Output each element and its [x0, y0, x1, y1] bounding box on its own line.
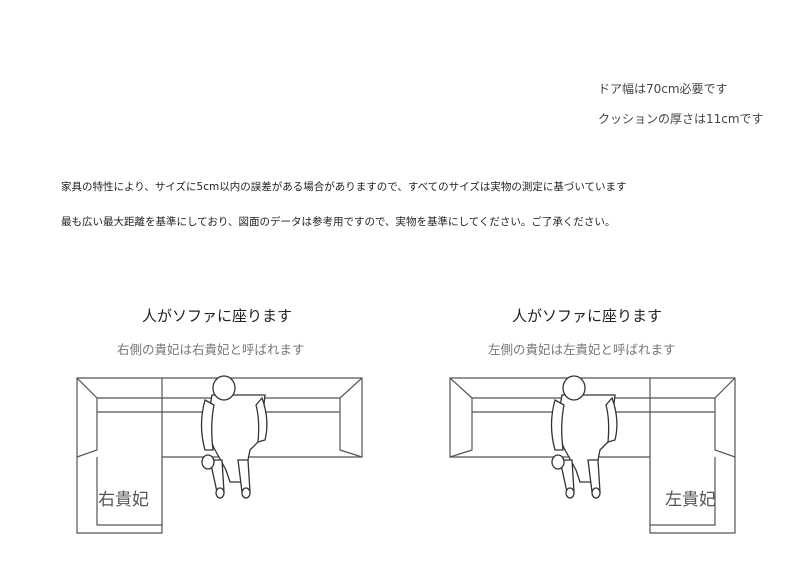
chaise-label-right: 右貴妃 [98, 490, 149, 510]
diagram-heading-right: 人がソファに座ります [142, 307, 293, 325]
diagram-caption-right: 右側の貴妃は右貴妃と呼ばれます [117, 342, 305, 357]
disclaimer-line-2: 最も広い最大距離を基準にしており、図面のデータは参考用ですので、実物を基準にして… [61, 216, 616, 228]
seated-person-illustration [200, 375, 268, 499]
diagram-caption-left: 左側の貴妃は左貴妃と呼ばれます [488, 342, 676, 357]
door-width-note: ドア幅は70cm必要です [598, 82, 728, 96]
diagram-heading-left: 人がソファに座ります [512, 307, 663, 325]
chaise-label-left: 左貴妃 [665, 490, 716, 510]
cushion-thickness-note: クッションの厚さは11cmです [598, 112, 764, 126]
disclaimer-line-1: 家具の特性により、サイズに5cm以内の誤差がある場合がありますので、すべてのサイ… [61, 181, 627, 193]
seated-person-illustration [550, 375, 618, 499]
